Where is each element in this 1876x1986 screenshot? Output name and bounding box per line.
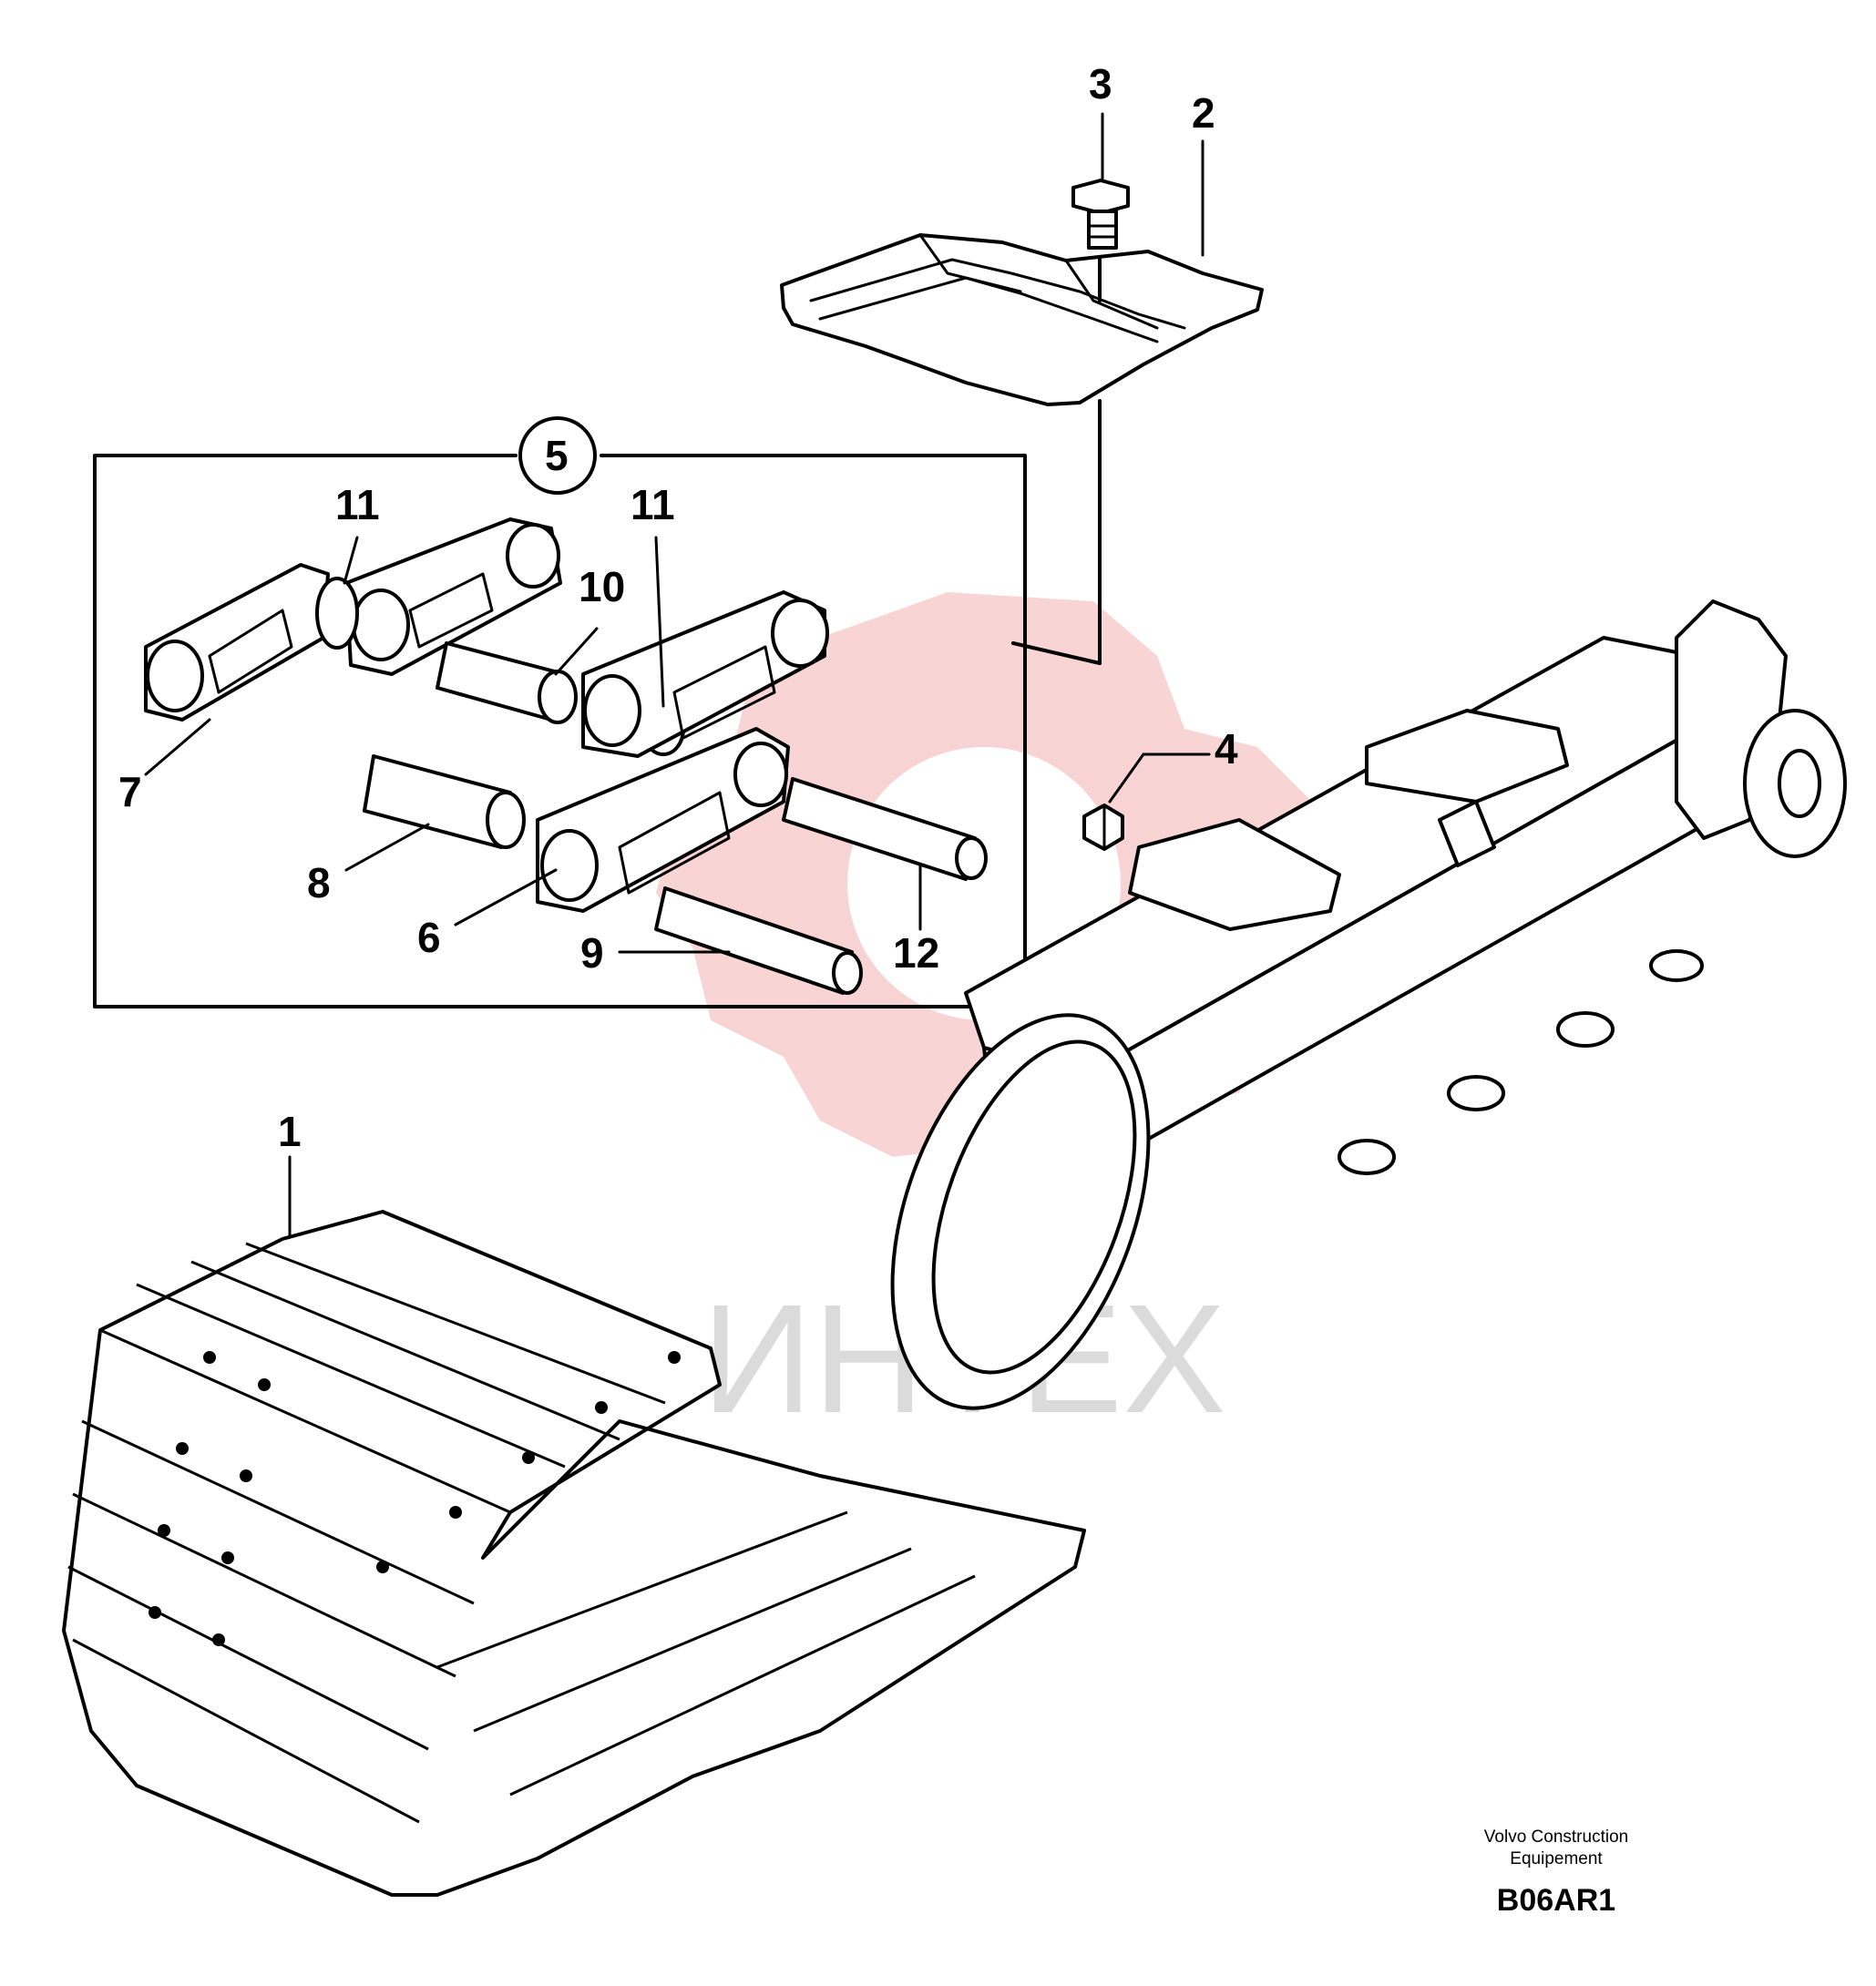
pin-9: [654, 886, 863, 995]
link-assembly-box: [93, 416, 1027, 1008]
callout-4: 4: [1215, 725, 1238, 773]
callout-9: 9: [580, 929, 604, 977]
leader-11b: [654, 536, 665, 708]
callout-2: 2: [1192, 89, 1215, 137]
bushing-10: [436, 641, 578, 724]
credit-line-2: Equipement: [1510, 1849, 1603, 1868]
track-link-right-upper: [581, 590, 829, 758]
nut-part: [1082, 804, 1124, 851]
callout-10: 10: [579, 563, 625, 610]
leader-8: [344, 823, 430, 872]
callout-11-left: 11: [335, 481, 380, 528]
bolt-part: [1071, 179, 1130, 250]
credit-line-1: Volvo Construction: [1484, 1827, 1628, 1847]
lower-rollers: [1338, 949, 1704, 1175]
callout-11-right: 11: [630, 481, 675, 528]
figure-id: B06AR1: [1497, 1883, 1615, 1918]
callout-8: 8: [307, 859, 331, 906]
callout-1: 1: [278, 1108, 302, 1155]
leader-11a: [343, 536, 359, 585]
leader-6: [454, 868, 558, 926]
callout-7: 7: [118, 768, 142, 815]
track-shoe-plate: [780, 233, 1264, 406]
callout-6: 6: [417, 914, 441, 961]
leader-7: [144, 718, 211, 776]
track-chain: [62, 1210, 1086, 1897]
idler-wheel: [890, 1013, 1151, 1410]
sprocket-drive: [1675, 599, 1847, 858]
leader-4b: [1108, 752, 1145, 804]
track-link-left: [144, 563, 330, 722]
bushing-8: [363, 754, 526, 849]
callout-5: 5: [545, 432, 569, 479]
leader-10: [554, 627, 599, 676]
plate-guide-line-2: [1011, 641, 1102, 665]
callout-3: 3: [1089, 60, 1112, 107]
callout-12: 12: [893, 929, 939, 977]
track-link-right-lower: [536, 727, 790, 913]
pin-12: [782, 777, 988, 881]
